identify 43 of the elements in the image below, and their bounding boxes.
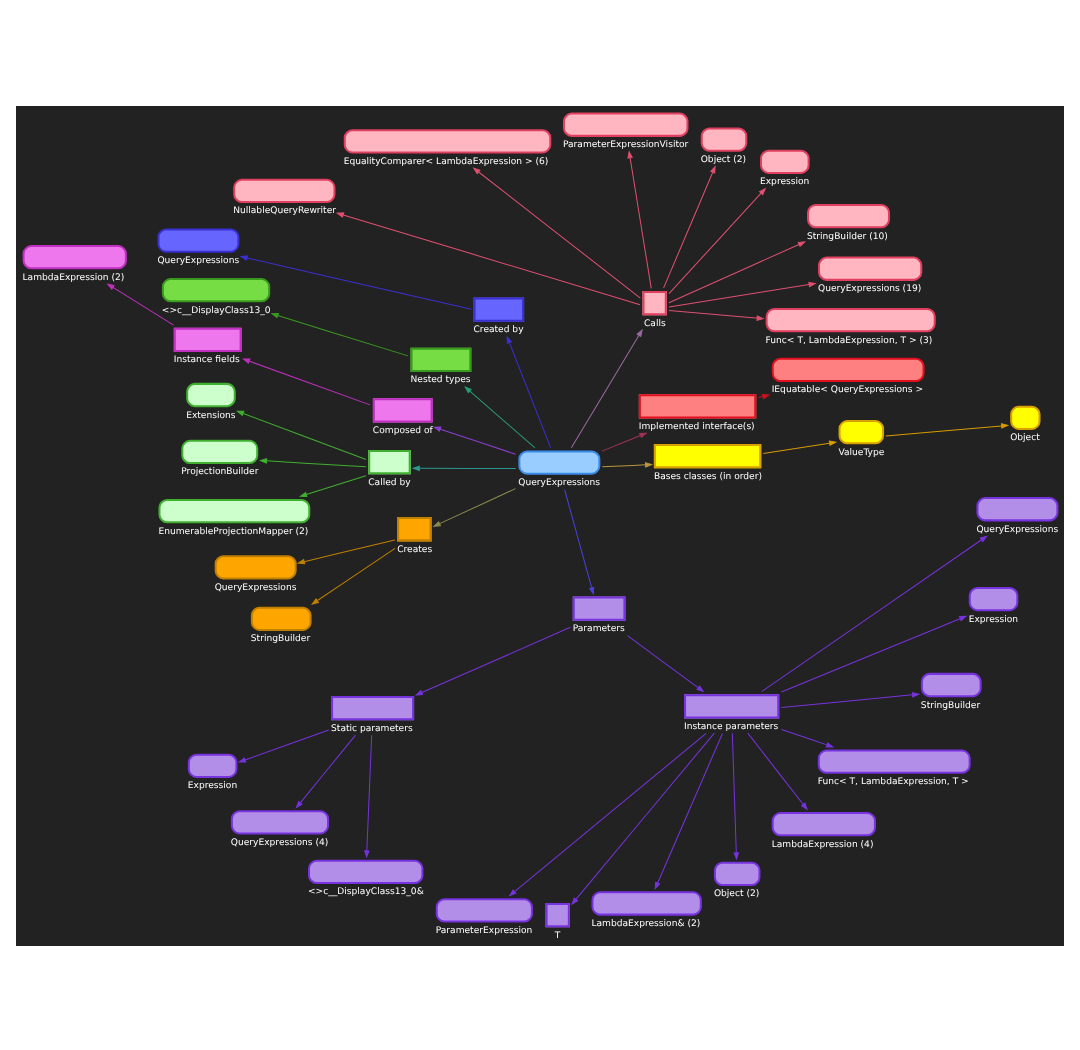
arrow	[761, 534, 988, 691]
arrow	[335, 211, 641, 305]
arrow	[106, 282, 175, 325]
arrow	[654, 731, 723, 889]
arrow	[432, 487, 516, 526]
arrow	[885, 422, 1010, 436]
arrow	[601, 431, 648, 451]
arrow	[668, 308, 765, 320]
arrow	[364, 733, 373, 858]
arrow	[299, 474, 367, 497]
arrow	[627, 149, 652, 288]
arrow	[762, 439, 838, 453]
arrow	[627, 634, 705, 692]
arrow	[296, 538, 396, 564]
arrow	[270, 311, 409, 356]
arrow	[237, 728, 330, 762]
arrow	[506, 334, 552, 448]
arrow	[239, 254, 472, 309]
arrow	[258, 457, 367, 467]
arrow	[570, 327, 643, 448]
arrow	[411, 464, 517, 471]
arrow	[310, 546, 396, 604]
arrow	[781, 727, 835, 747]
arrow	[464, 385, 536, 448]
arrow	[780, 614, 968, 692]
arrow	[663, 164, 716, 288]
arrow	[235, 409, 367, 459]
arrow	[432, 425, 517, 454]
arrow	[668, 280, 817, 307]
arrow	[295, 733, 356, 808]
arrow	[601, 461, 654, 467]
arrow	[564, 488, 595, 595]
arrow	[472, 166, 641, 298]
arrow	[758, 392, 771, 399]
arrow	[780, 691, 921, 708]
arrow	[508, 731, 707, 896]
arrow	[747, 731, 808, 810]
arrow	[571, 731, 715, 905]
arrow	[731, 731, 740, 860]
arrow	[668, 240, 807, 303]
arrow	[414, 625, 571, 695]
arrow	[668, 186, 767, 294]
arrow	[242, 357, 371, 405]
